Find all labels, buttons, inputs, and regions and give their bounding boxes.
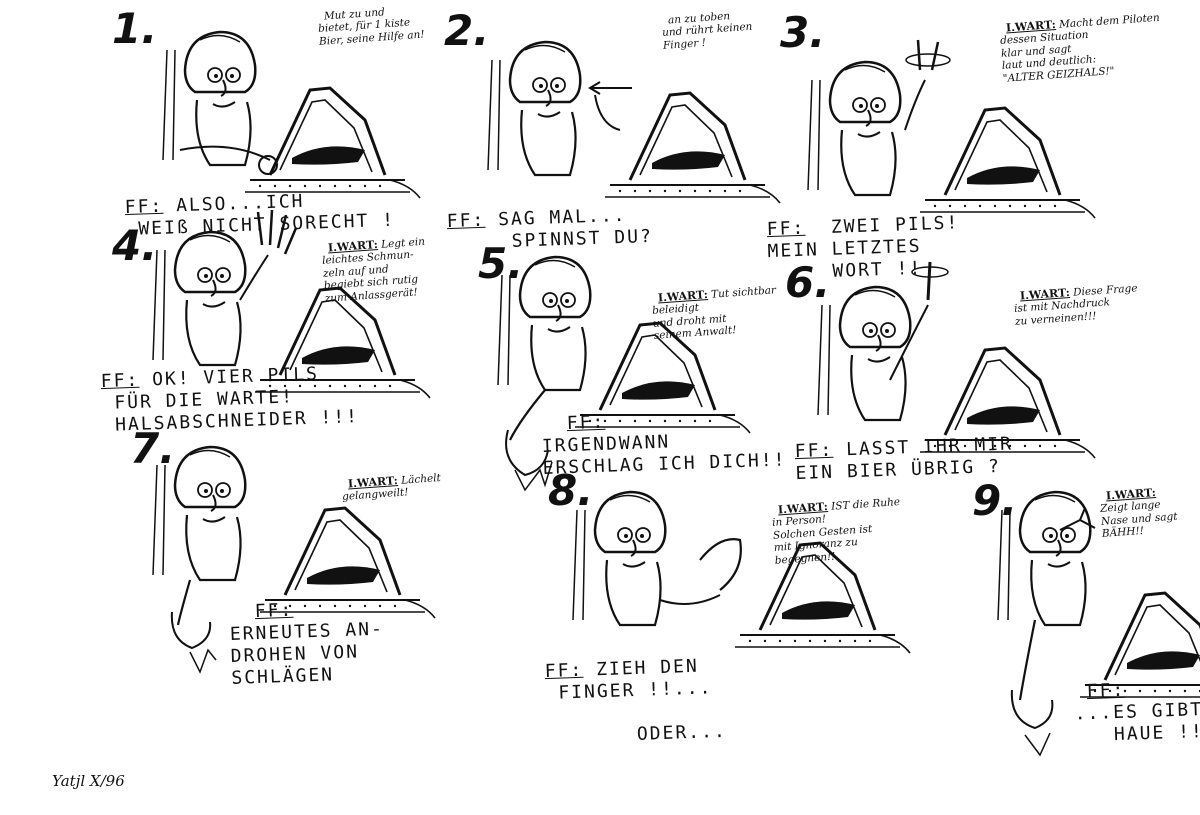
caption-3: FF: ZWEI PILS! MEIN LETZTES WORT !!: [740, 190, 961, 286]
caption-9: FF: ...ES GIBT HAUE !!: [1060, 655, 1200, 748]
caption-5: FF: IRGENDWANN ERSCHLAG ICH DICH!!: [540, 383, 787, 479]
caption-8: FF: ZIEH DEN FINGER !!... ODER...: [518, 633, 727, 750]
panel-number-7: 7.: [130, 424, 176, 473]
caption-label: FF:: [124, 195, 164, 219]
caption-4: FF: OK! VIER PILS FÜR DIE WARTE! HALSABS…: [74, 340, 359, 438]
caption-label: FF:: [100, 369, 140, 393]
panel-number-6: 6.: [785, 258, 831, 307]
caption-label: FF:: [766, 217, 806, 241]
caption-7: FF: ERNEUTES AN- DROHEN VON SCHLÄGEN: [228, 575, 386, 690]
caption-2: FF: SAG MAL... SPINNST DU?: [420, 182, 653, 256]
annotation-2: an zu toben und rührt keinen Finger !: [660, 0, 754, 52]
annotation-6: I.WART: Diese Frage ist mit Nachdruck zu…: [1012, 269, 1140, 328]
panel-number-2: 2.: [444, 6, 490, 55]
caption-label: FF:: [254, 599, 294, 623]
annotation-1: Mut zu und bietet, für 1 kiste Bier, sei…: [316, 0, 425, 48]
caption-1: FF: ALSO...ICH WEIß NICHT SORECHT !: [98, 166, 395, 242]
annotation-3: I.WART: Macht dem Piloten dessen Situati…: [998, 0, 1164, 85]
caption-label: FF:: [794, 439, 834, 463]
panel-number-4: 4.: [112, 221, 158, 270]
artist-signature: Yatjl X/96: [52, 772, 125, 790]
caption-label: FF:: [566, 411, 606, 435]
caption-label: FF:: [446, 209, 486, 233]
caption-text: ...ES GIBT HAUE !!: [1074, 699, 1200, 746]
caption-label: FF:: [1086, 679, 1126, 703]
caption-text: ERNEUTES AN- DROHEN VON SCHLÄGEN: [229, 599, 385, 689]
annotation-4: I.WART: Legt ein leichtes Schmun- zeln a…: [320, 223, 429, 305]
annotation-label: I.WART:: [657, 287, 709, 304]
caption-6: FF: LASST IHR MIR EIN BIER ÜBRIG ?: [768, 411, 1014, 485]
annotation-text: Mut zu und bietet, für 1 kiste Bier, sei…: [317, 5, 425, 48]
annotation-9: I.WART: Zeigt lange Nase und sagt BÄHH!!: [1098, 473, 1179, 541]
panel-number-3: 3.: [780, 8, 826, 57]
caption-label: FF:: [544, 659, 584, 683]
annotation-8: I.WART: IST die Ruhe in Person! Solchen …: [770, 483, 904, 567]
panel-number-1: 1.: [112, 4, 158, 53]
annotation-7: I.WART: Lächelt gelangweilt!: [340, 459, 442, 503]
panel-number-5: 5.: [478, 239, 524, 288]
panel-number-8: 8.: [548, 466, 594, 515]
panel-number-9: 9.: [972, 476, 1018, 525]
annotation-text: an zu toben und rührt keinen Finger !: [661, 9, 753, 52]
